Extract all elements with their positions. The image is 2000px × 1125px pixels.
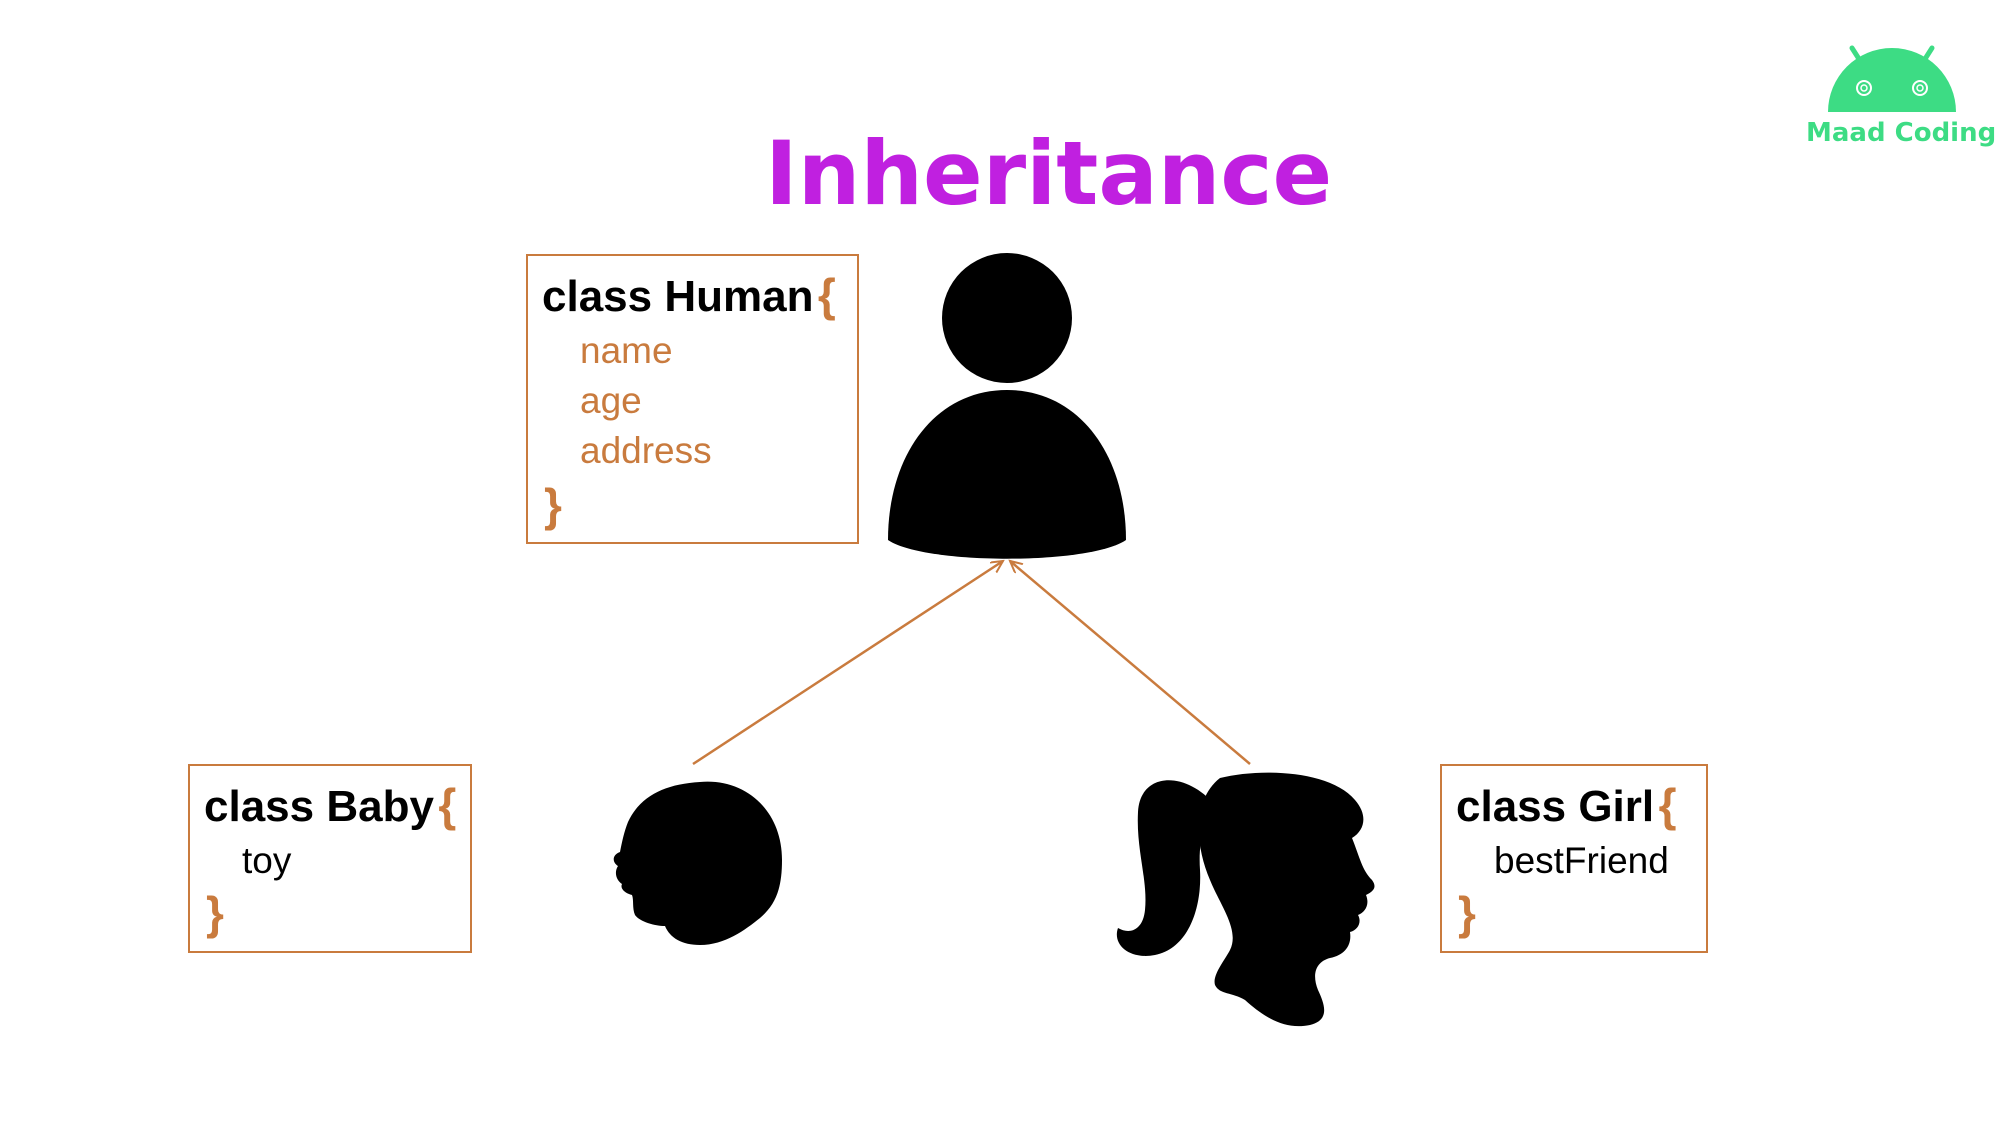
class-human-close-brace: }: [544, 479, 562, 531]
class-human-box: class Human { name age address }: [526, 254, 859, 544]
field-name: name: [580, 330, 673, 371]
class-girl-open-brace: {: [1658, 779, 1677, 831]
class-girl-box: class Girl { bestFriend }: [1440, 764, 1708, 953]
class-girl-header: class Girl {: [1456, 782, 1677, 829]
android-robot-icon: [1828, 45, 1956, 112]
class-baby-header: class Baby {: [204, 782, 456, 829]
class-human-open-brace: {: [817, 269, 836, 321]
class-baby-box: class Baby { toy }: [188, 764, 472, 953]
field-address: address: [580, 430, 712, 471]
class-baby-open-brace: {: [438, 779, 457, 831]
person-icon: [888, 253, 1126, 559]
class-girl-close-brace: }: [1458, 887, 1476, 939]
class-girl-declaration: class Girl: [1456, 782, 1655, 831]
inherit-arrow-baby: [692, 561, 1003, 766]
inherit-arrow-girl: [1010, 561, 1251, 765]
class-baby-declaration: class Baby: [204, 782, 434, 831]
class-human-header: class Human {: [542, 272, 836, 319]
class-human-declaration: class Human: [542, 272, 814, 321]
field-age: age: [580, 380, 642, 421]
baby-head-silhouette: [613, 781, 782, 945]
logo-text: Maad Coding: [1806, 118, 1997, 148]
field-toy: toy: [242, 840, 292, 881]
class-baby-close-brace: }: [206, 887, 224, 939]
girl-head-silhouette: [1116, 772, 1375, 1027]
field-bestfriend: bestFriend: [1494, 840, 1669, 881]
diagram-title: Inheritance: [765, 122, 1333, 225]
